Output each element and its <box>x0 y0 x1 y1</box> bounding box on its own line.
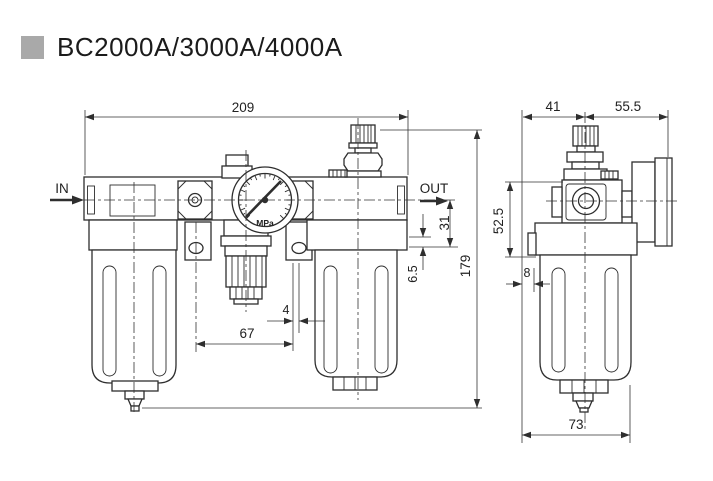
dimension-head-height: 52.5 <box>491 181 563 258</box>
gauge-unit-label: MPa <box>256 218 274 228</box>
dimension-bowl-offset: 8 <box>506 266 550 292</box>
side-gauge <box>631 157 673 247</box>
side-view: 41 55.5 52.5 8 73 <box>491 99 680 443</box>
dim-8: 8 <box>524 266 531 280</box>
sight-dome <box>328 169 348 178</box>
dimension-overall-height: 179 <box>142 129 482 409</box>
dim-4: 4 <box>283 303 290 317</box>
inlet-label: IN <box>55 181 69 196</box>
side-centerlines <box>546 112 680 430</box>
dimension-outlet-drop: 31 <box>409 200 458 248</box>
dim-179: 179 <box>458 255 473 278</box>
dim-209: 209 <box>232 100 255 115</box>
outlet-label: OUT <box>420 181 449 196</box>
front-view: MPa <box>50 100 482 412</box>
inlet-marker: IN <box>50 181 84 205</box>
outlet-arrow-icon <box>436 196 448 206</box>
dim-52-5: 52.5 <box>491 208 506 234</box>
inlet-arrow-icon <box>72 195 84 205</box>
section-header: BC2000A/3000A/4000A <box>21 32 343 63</box>
dim-6-5: 6.5 <box>406 265 420 282</box>
page-title: BC2000A/3000A/4000A <box>57 32 343 62</box>
dimension-overall-width: 209 <box>84 100 409 175</box>
section-bullet-icon <box>21 36 44 59</box>
mounting-bracket-left <box>184 221 212 261</box>
front-centerlines <box>84 118 456 412</box>
dimension-bowl-width: 73 <box>522 385 631 443</box>
dim-73: 73 <box>568 417 583 432</box>
lubricator-bowl-base <box>332 376 378 391</box>
lubricator-unit <box>306 124 408 391</box>
outlet-marker: OUT <box>420 181 449 206</box>
dim-55-5: 55.5 <box>615 99 641 114</box>
dim-31: 31 <box>437 215 452 230</box>
lubricator-fill-plug <box>343 124 383 178</box>
side-bowl <box>539 254 632 413</box>
dimension-spacer: 4 <box>267 263 325 351</box>
dimension-top-chain: 41 55.5 <box>521 99 669 443</box>
dim-67: 67 <box>239 326 254 341</box>
dim-41: 41 <box>545 99 560 114</box>
dimension-bracket-spacing: 67 <box>196 326 293 348</box>
filter-unit <box>88 219 178 412</box>
filter-drain <box>111 380 159 412</box>
dimension-mount-offset: 6.5 <box>406 214 431 283</box>
side-head-flange <box>527 222 638 256</box>
